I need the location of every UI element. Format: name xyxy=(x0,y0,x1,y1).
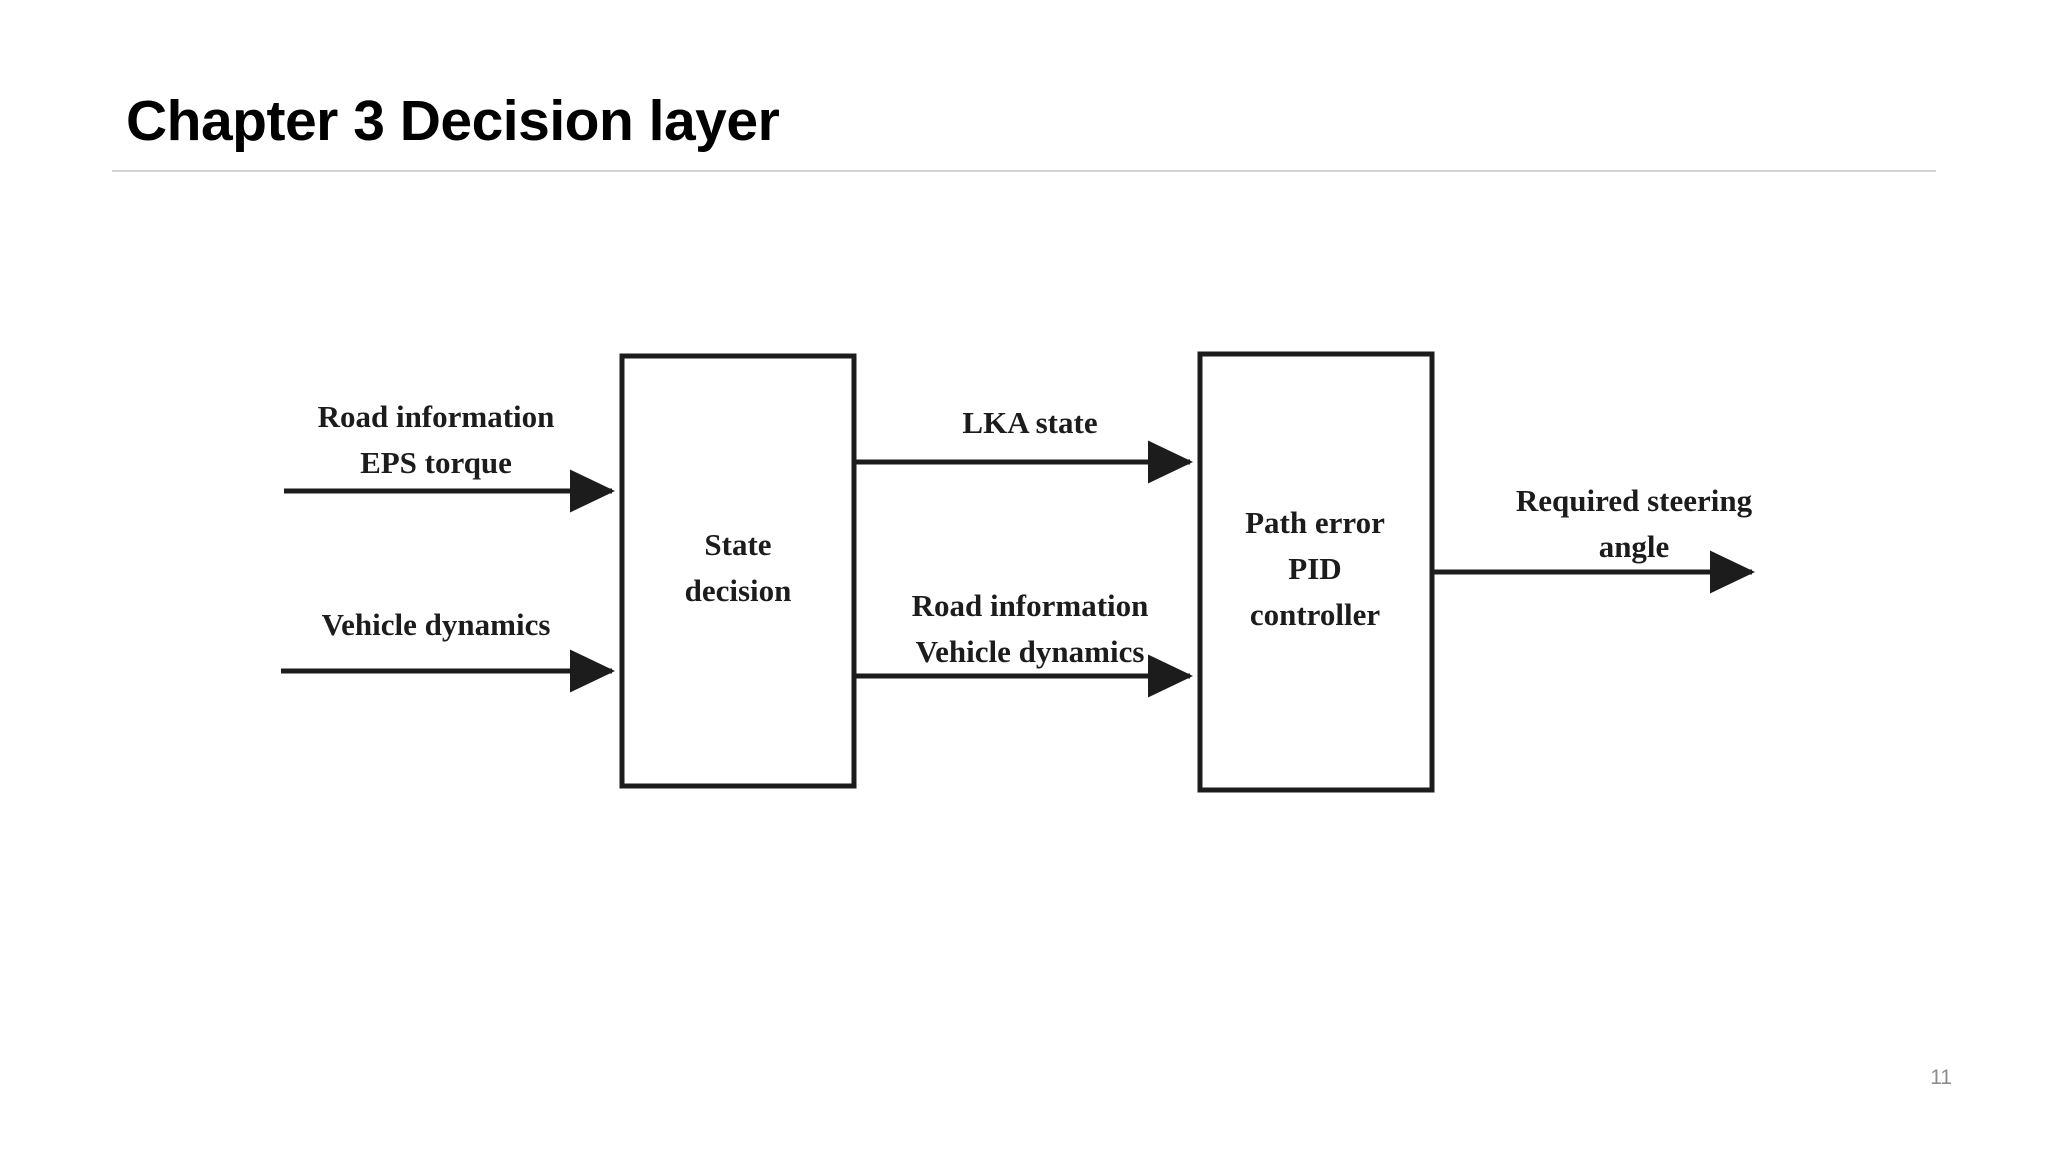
block-pid-controller xyxy=(1197,351,1435,793)
block-state-decision xyxy=(619,353,857,789)
page-number: 11 xyxy=(1930,1066,1952,1089)
label-output-steering-angle: Required steering angle xyxy=(1515,483,1753,564)
label-block-pid-controller: Path error PID controller xyxy=(1245,505,1385,632)
page-title: Chapter 3 Decision layer xyxy=(126,89,780,153)
label-input-vehicle-dynamics: Vehicle dynamics xyxy=(321,607,551,642)
label-block-state-decision: State decision xyxy=(684,527,792,608)
title-divider xyxy=(112,170,1936,172)
label-conn-road-vehicle: Road information Vehicle dynamics xyxy=(911,588,1149,669)
label-input-road-eps: Road information EPS torque xyxy=(317,399,555,480)
label-conn-lka-state: LKA state xyxy=(962,405,1098,440)
